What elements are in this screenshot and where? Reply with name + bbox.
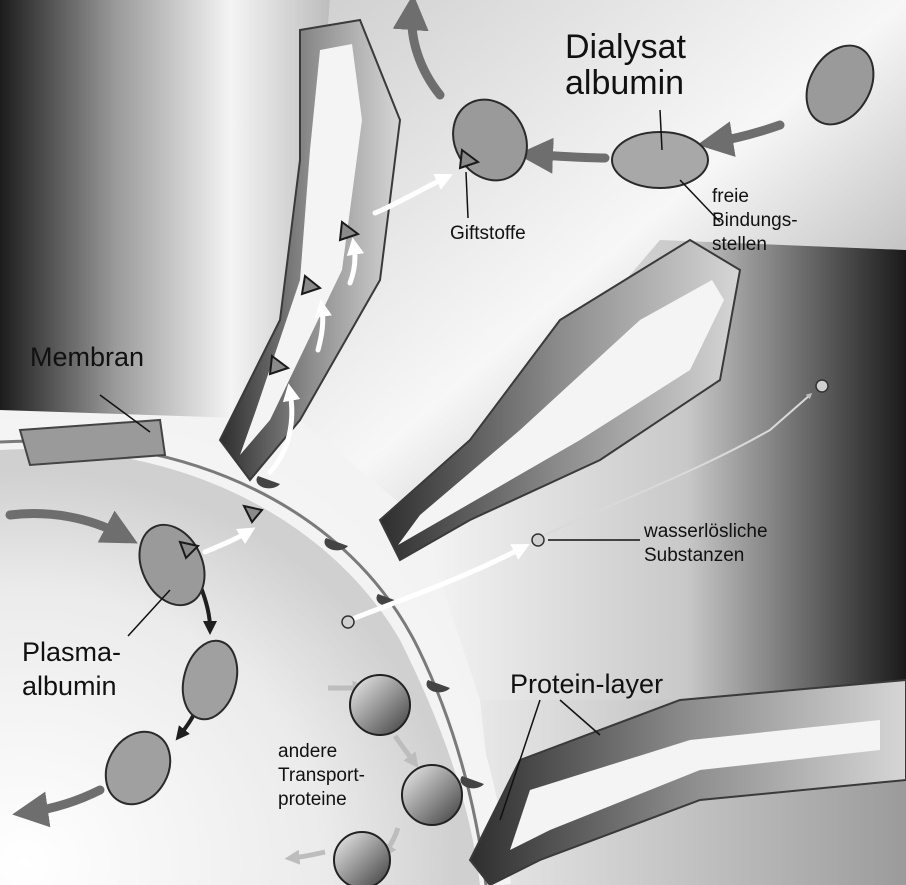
flow-arrow-right-2 (535, 155, 605, 158)
label-wasserloesliche-substanzen: wasserlösliche Substanzen (644, 520, 768, 568)
label-andere-transportproteine: andere Transport- proteine (278, 740, 365, 811)
label-membran: Membran (30, 343, 144, 371)
label-plasma-albumin: Plasma- albumin (22, 636, 121, 704)
label-protein-layer: Protein-layer (510, 670, 663, 698)
dialysate-albumin-free (612, 132, 708, 188)
label-giftstoffe: Giftstoffe (450, 224, 526, 244)
label-dialysat-albumin: Dialysat albumin (565, 30, 686, 101)
label-freie-bindungsstellen: freie Bindungs- stellen (712, 185, 798, 256)
